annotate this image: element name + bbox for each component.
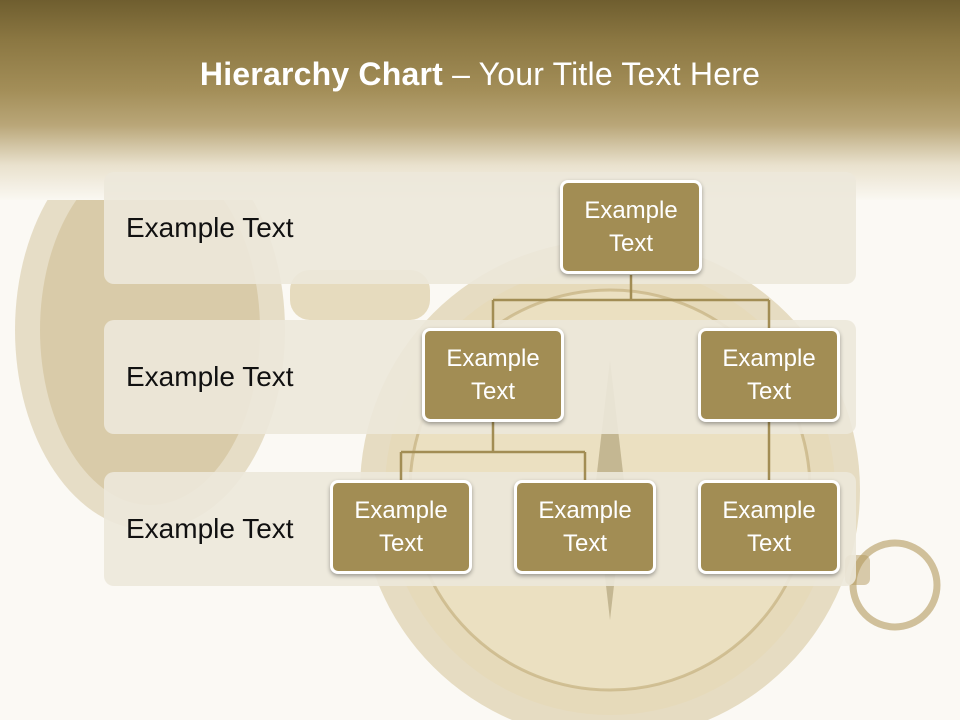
node-level2-right: Example Text	[698, 328, 840, 422]
title-bold: Hierarchy Chart	[199, 56, 443, 92]
node-level3-middle: Example Text	[514, 480, 656, 574]
node-root: Example Text	[560, 180, 702, 274]
title-rest: – Your Title Text Here	[443, 56, 761, 92]
node-level3-right: Example Text	[698, 480, 840, 574]
level-label-1: Example Text	[126, 212, 294, 243]
node-level3-left: Example Text	[330, 480, 472, 574]
title-banner	[0, 0, 960, 200]
level-label-2: Example Text	[126, 361, 294, 392]
level-label-3: Example Text	[126, 513, 294, 544]
node-level2-left: Example Text	[422, 328, 564, 422]
slide-title: Hierarchy Chart – Your Title Text Here	[0, 56, 960, 93]
level-band-1: Example Text	[104, 172, 856, 284]
